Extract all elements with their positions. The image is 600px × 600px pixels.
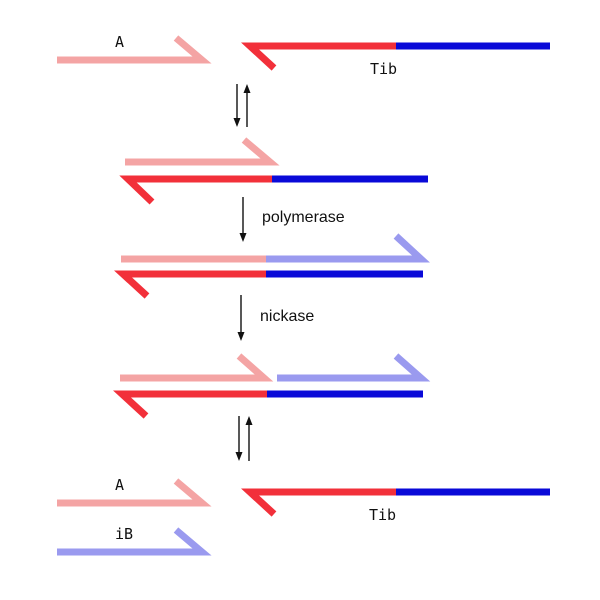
ib-extension (266, 233, 430, 263)
tib-label-bottom: Tib (369, 506, 396, 524)
a-strand-bound (125, 137, 280, 166)
stage-4-nicked (113, 353, 431, 419)
tib-red-segment-top (241, 42, 396, 71)
tib-red-segment-bottom (241, 488, 396, 517)
a-label-top: A (115, 33, 124, 51)
nickase-label: nickase (260, 308, 314, 325)
tib-red-segment-3 (114, 270, 266, 299)
stage-2-hybridized (119, 137, 428, 205)
equilibrium-arrows-2 (235, 416, 253, 461)
a-label-bottom: A (115, 476, 124, 494)
a-strand-top (57, 35, 212, 64)
polymerase-arrow: polymerase (239, 197, 345, 242)
ib-strand-released (57, 527, 212, 556)
ib-label-bottom: iB (115, 525, 133, 543)
stage-5-released: A iB Tib (57, 476, 550, 556)
tib-red-segment-2 (119, 175, 272, 205)
stage-1-separate-strands: A Tib (57, 33, 550, 78)
a-strand-nicked (120, 353, 274, 382)
ib-strand-nicked (277, 353, 431, 382)
nickase-arrow: nickase (237, 295, 314, 341)
stage-3-extended (114, 233, 430, 299)
polymerase-label: polymerase (262, 209, 345, 226)
equilibrium-arrows-1 (233, 84, 251, 127)
tib-red-segment-4 (113, 390, 267, 419)
tib-label-top: Tib (370, 60, 397, 78)
a-strand-released (57, 478, 212, 507)
